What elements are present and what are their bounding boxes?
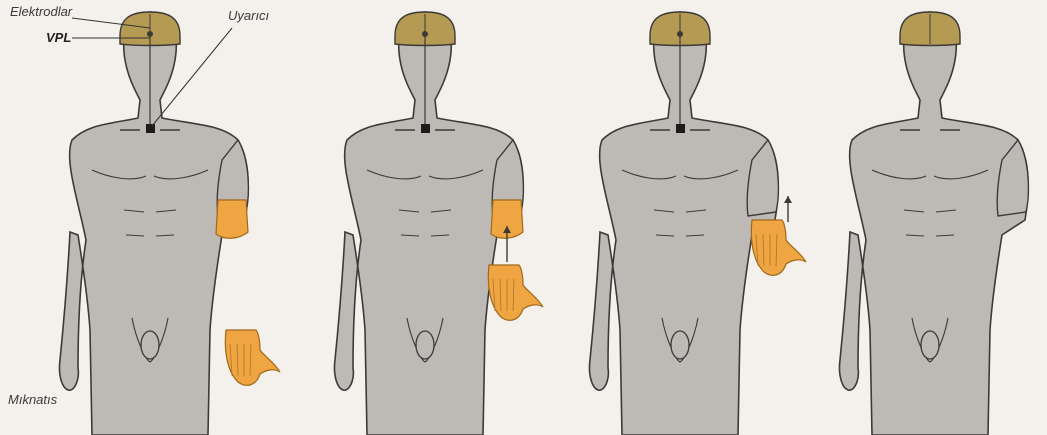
- stump-highlight: [216, 200, 248, 238]
- stimulator-box: [421, 124, 430, 133]
- electrode-tip: [677, 31, 683, 37]
- genital-shape: [416, 331, 434, 359]
- electrode-tip: [147, 31, 153, 37]
- stimulator-box: [146, 124, 155, 133]
- panel-1: [59, 12, 280, 435]
- genital-shape: [141, 331, 159, 359]
- vpl-label: VPL: [46, 30, 71, 45]
- electrodes-label: Elektrodlar: [10, 4, 72, 19]
- genital-shape: [921, 331, 939, 359]
- electrode-tip: [422, 31, 428, 37]
- stimulator-box: [676, 124, 685, 133]
- panel-3: [589, 12, 806, 435]
- panel-2: [334, 12, 543, 435]
- panel-3-arrow-head: [784, 196, 792, 203]
- panel-1-hand: [225, 330, 280, 385]
- genital-shape: [671, 331, 689, 359]
- panel-2-hand: [488, 265, 543, 320]
- panel-4: [839, 12, 1028, 435]
- stimulator-label: Uyarıcı: [228, 8, 269, 23]
- panel-3-hand: [751, 220, 806, 275]
- magnet-label: Mıknatıs: [8, 392, 57, 407]
- body-silhouette: [839, 12, 1028, 435]
- body-silhouette: [589, 12, 778, 435]
